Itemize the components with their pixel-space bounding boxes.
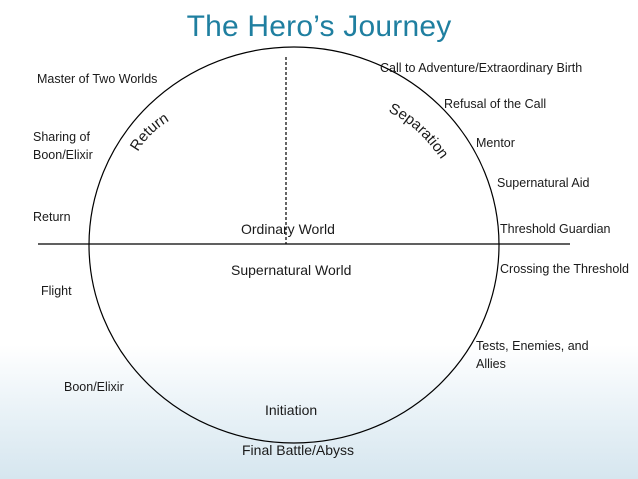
label-supernatural-aid: Supernatural Aid <box>497 176 590 190</box>
label-mentor: Mentor <box>476 136 515 150</box>
label-call-to-adventure: Call to Adventure/Extraordinary Birth <box>380 61 583 75</box>
label-master-of-two-worlds: Master of Two Worlds <box>37 72 158 86</box>
label-crossing-threshold: Crossing the Threshold <box>500 262 630 276</box>
journey-circle <box>88 46 500 444</box>
return-arc-label: Return <box>127 110 172 154</box>
label-ordinary-world: Ordinary World <box>241 221 335 237</box>
label-sharing-of-boon: Sharing of Boon/Elixir <box>33 130 93 162</box>
label-refusal-of-call: Refusal of the Call <box>444 97 547 111</box>
label-return: Return <box>33 210 71 224</box>
label-final-battle: Final Battle/Abyss <box>242 442 355 458</box>
label-tests-enemies-allies: Tests, Enemies, and Allies <box>476 339 589 371</box>
label-flight: Flight <box>41 284 72 298</box>
diagram-title: The Hero’s Journey <box>186 10 452 43</box>
label-supernatural-world: Supernatural World <box>231 262 352 278</box>
label-threshold-guardian: Threshold Guardian <box>500 222 611 236</box>
label-boon-elixir: Boon/Elixir <box>64 380 124 394</box>
separation-arc-label: Separation <box>386 100 452 162</box>
label-initiation: Initiation <box>265 402 318 418</box>
